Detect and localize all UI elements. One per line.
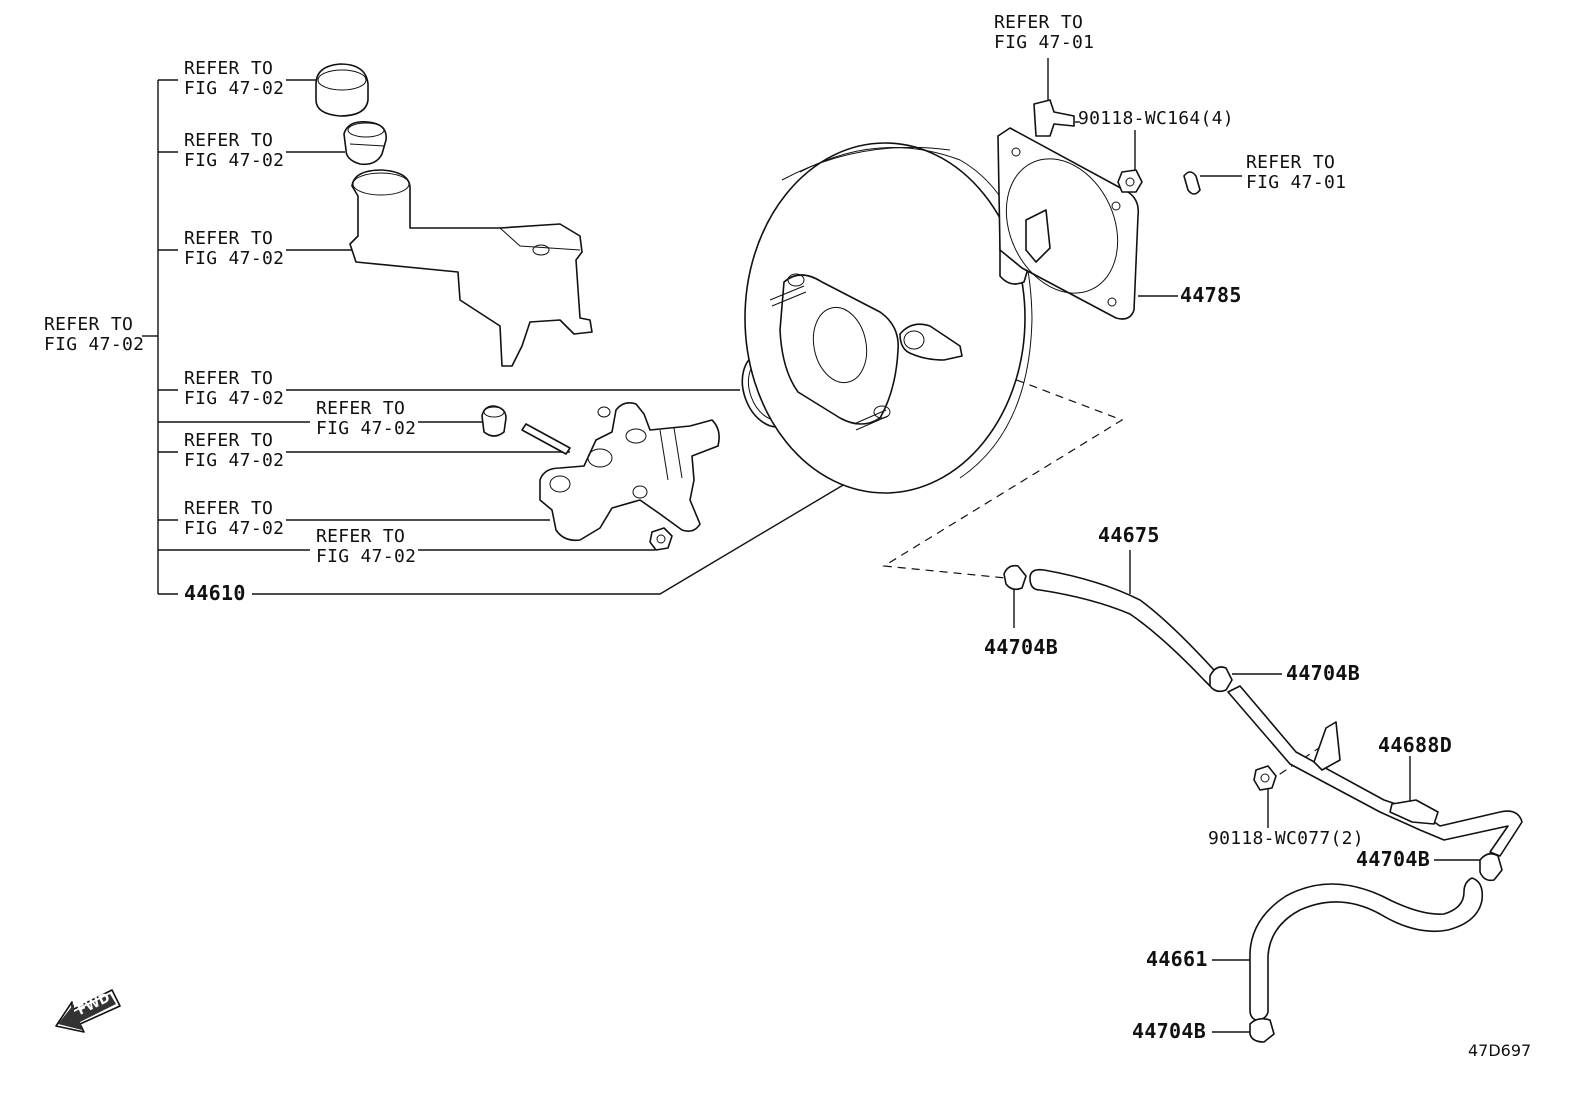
ref-label-line1: REFER TO <box>316 526 405 547</box>
ref-label-line1: REFER TO <box>184 228 273 249</box>
ref-label-line2: FIG 47-02 <box>316 546 416 567</box>
clamp-a-part <box>1003 564 1027 591</box>
stud-bolt-part <box>1033 99 1075 137</box>
hose-44675-part <box>1029 568 1221 687</box>
leader-lines <box>252 58 1484 1033</box>
ref-label-line2: FIG 47-02 <box>184 78 284 99</box>
part-number-44675: 44675 <box>1098 523 1160 547</box>
part-number-90118-wc164: 90118-WC164(4) <box>1078 108 1234 129</box>
clamp-d-part <box>1249 1017 1275 1043</box>
ref-label-line2: FIG 47-02 <box>184 450 284 471</box>
part-number-44610: 44610 <box>184 581 246 605</box>
figure-id: 47D697 <box>1468 1041 1531 1060</box>
ref-label-line1: REFER TO <box>184 368 273 389</box>
reservoir-cap-part <box>315 63 369 117</box>
part-number-44704b: 44704B <box>984 635 1058 659</box>
hose-44661-part <box>1249 877 1484 1021</box>
part-number-44704b: 44704B <box>1132 1019 1206 1043</box>
booster-nut-part <box>1117 169 1143 193</box>
strainer-part <box>343 120 387 166</box>
reservoir-part <box>349 169 593 367</box>
ref-label-line1: REFER TO <box>994 12 1083 33</box>
part-number-44785: 44785 <box>1180 283 1242 307</box>
ref-label-line1: REFER TO <box>184 430 273 451</box>
ref-label-line2: FIG 47-01 <box>1246 172 1346 193</box>
gasket-part <box>997 127 1140 320</box>
ref-label-line1: REFER TO <box>316 398 405 419</box>
pipe-44688d-part <box>1227 685 1523 857</box>
ref-label-line2: FIG 47-02 <box>184 248 284 269</box>
ref-label-line2: FIG 47-02 <box>44 334 144 355</box>
clamp-c-part <box>1479 852 1503 882</box>
brake-booster-part <box>744 142 1033 494</box>
labels: REFER TO FIG 47-02 REFER TO FIG 47-02 RE… <box>44 12 1531 1060</box>
clip-part <box>1183 171 1201 195</box>
ref-label-line1: REFER TO <box>184 130 273 151</box>
fwd-arrow-icon: FWD <box>55 989 121 1033</box>
ref-label-line1: REFER TO <box>1246 152 1335 173</box>
master-cylinder-part <box>539 402 720 542</box>
ref-label-line1: REFER TO <box>44 314 133 335</box>
part-number-90118-wc077: 90118-WC077(2) <box>1208 828 1364 849</box>
pipe-nut-part <box>1253 765 1277 791</box>
part-number-44704b: 44704B <box>1286 661 1360 685</box>
ref-label-line2: FIG 47-02 <box>184 150 284 171</box>
nut-part <box>649 527 673 551</box>
ref-label-line2: FIG 47-02 <box>184 388 284 409</box>
ref-label-line2: FIG 47-02 <box>184 518 284 539</box>
part-number-44704b: 44704B <box>1356 847 1430 871</box>
ref-label-line2: FIG 47-01 <box>994 32 1094 53</box>
clamp-b-part <box>1209 666 1233 693</box>
left-bracket <box>142 79 310 595</box>
part-number-44688d: 44688D <box>1378 733 1452 757</box>
part-number-44661: 44661 <box>1146 947 1208 971</box>
grommet-part <box>481 405 507 437</box>
ref-label-line1: REFER TO <box>184 58 273 79</box>
ref-label-line1: REFER TO <box>184 498 273 519</box>
ref-label-line2: FIG 47-02 <box>316 418 416 439</box>
pin-part <box>521 423 571 455</box>
